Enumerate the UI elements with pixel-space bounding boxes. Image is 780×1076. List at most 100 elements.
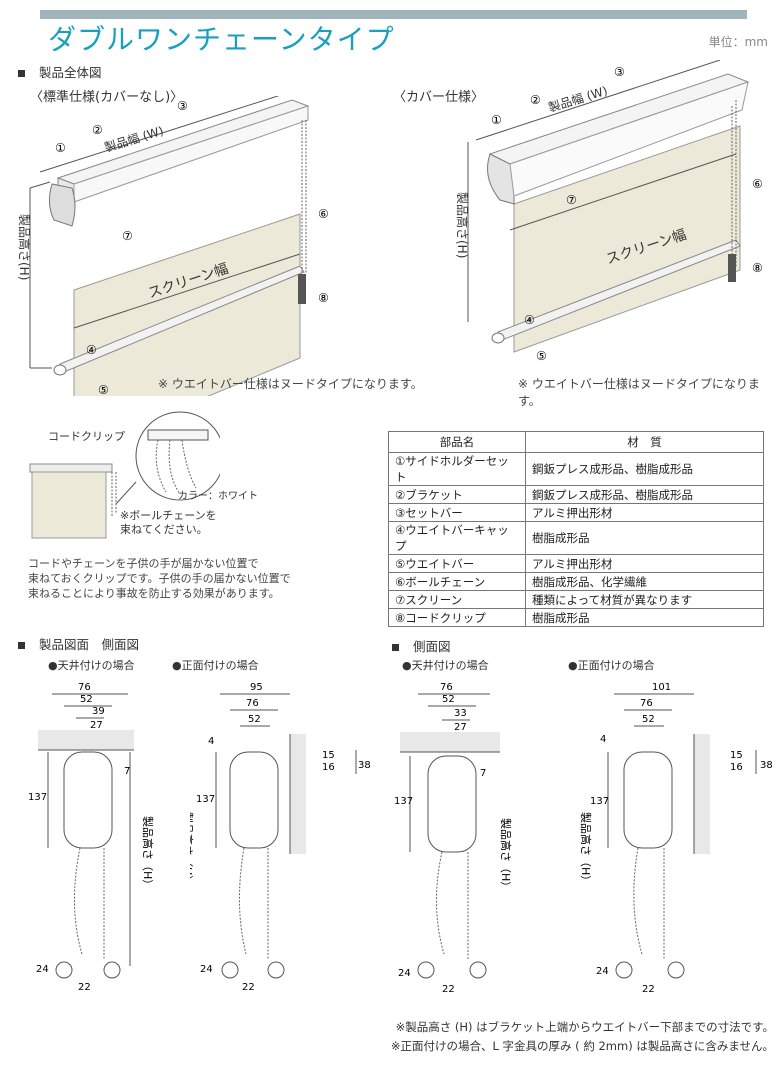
dim-33: 33	[454, 708, 467, 719]
side-left-heading-text: 製品図面 側面図	[39, 637, 140, 652]
callout-3: ③	[177, 99, 188, 113]
weight-note-left: ※ ウエイトバー仕様はヌードタイプになります。	[158, 377, 423, 391]
cover-spec-label: 〈カバー仕様〉	[393, 90, 485, 105]
cord-clip-illustration	[29, 411, 220, 539]
dim-27: 27	[454, 722, 467, 733]
dim-38: 38	[358, 760, 370, 771]
side-right-heading: 側面図	[392, 636, 451, 655]
dim-137: 137	[394, 796, 413, 807]
side-left-ceiling-label: ●天井付けの場合	[48, 659, 135, 672]
cover-callout-3: ③	[614, 65, 625, 79]
page-title: ダブルワンチェーンタイプ	[48, 23, 395, 56]
dim-52: 52	[642, 714, 655, 725]
part-name: ⑦スクリーン	[388, 590, 526, 609]
table-row: ⑦スクリーン種類によって材質が異なります	[388, 590, 764, 609]
height-label: 製品高さ(H)	[17, 214, 32, 280]
dim-52: 52	[80, 694, 93, 705]
table-row: ②ブラケット鋼鈑プレス成形品、樹脂成形品	[388, 485, 764, 504]
part-name: ⑧コードクリップ	[388, 608, 526, 627]
title-bar	[40, 10, 747, 19]
part-material: 樹脂成形品、化学繊維	[525, 572, 764, 591]
dim-76: 76	[78, 682, 91, 693]
cover-callout-4: ④	[524, 313, 535, 327]
dim-24: 24	[596, 966, 609, 977]
side-left-front-label: ●正面付けの場合	[172, 659, 259, 672]
dim-52: 52	[248, 714, 261, 725]
dim-101: 101	[652, 682, 671, 693]
dim-76: 76	[440, 682, 453, 693]
dim-22: 22	[642, 984, 655, 995]
weight-note-right: ※ ウエイトバー仕様はヌードタイプになります。	[518, 377, 760, 408]
cover-callout-1: ①	[491, 113, 502, 127]
callout-4: ④	[86, 343, 97, 357]
cover-callout-8: ⑧	[752, 261, 763, 275]
dim-4: 4	[208, 736, 214, 747]
dim-24: 24	[200, 964, 213, 975]
part-name: ③セットバー	[388, 503, 526, 522]
cord-clip-title: コードクリップ	[48, 430, 125, 443]
cover-height-label: 製品高さ(H)	[455, 192, 470, 258]
cover-width-label: 製品幅 (W)	[546, 83, 609, 115]
cover-callout-2: ②	[530, 93, 541, 107]
part-name: ⑤ウエイトバー	[388, 554, 526, 573]
side-height-label: 製品高さ（H）	[580, 812, 593, 886]
dim-137: 137	[196, 794, 215, 805]
cover-box-end	[487, 153, 515, 205]
side-height-label: 製品高さ（H）	[499, 818, 513, 892]
dim-15: 15	[322, 750, 335, 761]
dim-38: 38	[760, 760, 773, 771]
dim-15: 15	[730, 750, 743, 761]
cover-callout-6: ⑥	[752, 177, 763, 191]
callout-6: ⑥	[318, 207, 329, 221]
dim-24: 24	[398, 968, 411, 979]
cover-blind-diagram: 製品幅 (W) スクリーン幅 製品高さ(H) ① ② ③ ④ ⑤ ⑥ ⑦ ⑧	[455, 60, 763, 363]
dim-137: 137	[28, 792, 47, 803]
dim-27: 27	[90, 720, 103, 731]
standard-spec-label: 〈標準仕様(カバーなし)〉	[30, 90, 184, 105]
part-material: アルミ押出形材	[525, 503, 764, 522]
parts-header-name: 部品名	[388, 431, 526, 453]
dim-95: 95	[250, 682, 263, 693]
square-bullet-icon	[392, 644, 399, 651]
standard-blind-diagram: 製品幅 (W) スクリーン幅 製品高さ(H) ① ② ③ ④ ⑤ ⑥ ⑦ ⑧	[17, 96, 329, 396]
part-name: ①サイドホルダーセット	[388, 452, 526, 486]
cover-screen-fabric	[513, 125, 741, 353]
part-material: 種類によって材質が異なります	[525, 590, 764, 609]
cord-clip-description: コードやチェーンを子供の手が届かない位置で 束ねておくクリップです。子供の手の届…	[28, 557, 291, 600]
footnote-2: ※正面付けの場合、L 字金具の厚み ( 約 2mm) は製品高さに含みません。	[390, 1039, 774, 1053]
table-row: ⑥ボールチェーン樹脂成形品、化学繊維	[388, 572, 764, 591]
part-name: ⑥ボールチェーン	[388, 572, 526, 591]
table-row: ⑤ウエイトバーアルミ押出形材	[388, 554, 764, 573]
overview-heading-text: 製品全体図	[39, 65, 102, 80]
callout-7: ⑦	[122, 229, 133, 243]
cover-callout-7: ⑦	[566, 193, 577, 207]
cord-clip-color: カラー：ホワイト	[178, 491, 258, 502]
dim-52: 52	[442, 694, 455, 705]
square-bullet-icon	[18, 70, 25, 77]
callout-2: ②	[92, 123, 103, 137]
dim-22: 22	[78, 982, 91, 993]
part-name: ④ウエイトバーキャップ	[388, 521, 526, 555]
table-row: ③セットバーアルミ押出形材	[388, 503, 764, 522]
part-material: 鋼鈑プレス成形品、樹脂成形品	[525, 485, 764, 504]
side-right-front-drawing: 101 76 52 4 15 16 38 137 24 22 製品高さ（H）	[580, 682, 773, 995]
dim-76: 76	[246, 698, 259, 709]
part-material: 樹脂成形品	[525, 521, 764, 555]
dim-22: 22	[442, 984, 455, 995]
dim-137: 137	[590, 796, 609, 807]
part-name: ②ブラケット	[388, 485, 526, 504]
side-right-heading-text: 側面図	[413, 639, 451, 654]
parts-header-material: 材 質	[525, 431, 764, 453]
side-holder	[48, 183, 76, 227]
dim-4: 4	[600, 734, 606, 745]
part-material: 樹脂成形品	[525, 608, 764, 627]
square-bullet-icon	[18, 642, 25, 649]
side-left-front-drawing: 95 76 52 4 15 16 38 137 24 22 製品高さ（H）	[190, 682, 370, 993]
table-row: ⑧コードクリップ樹脂成形品	[388, 608, 764, 627]
side-left-ceiling-drawing: 76 52 39 27 7 137 24 22 製品高さ（H）	[28, 682, 155, 993]
cover-cord-clip	[728, 254, 736, 282]
side-right-ceiling-label: ●天井付けの場合	[402, 659, 489, 672]
side-height-label: 製品高さ（H）	[141, 816, 155, 890]
cord-clip-tie-note: ※ボールチェーンを 束ねてください。	[120, 509, 217, 536]
dim-7: 7	[480, 768, 486, 779]
